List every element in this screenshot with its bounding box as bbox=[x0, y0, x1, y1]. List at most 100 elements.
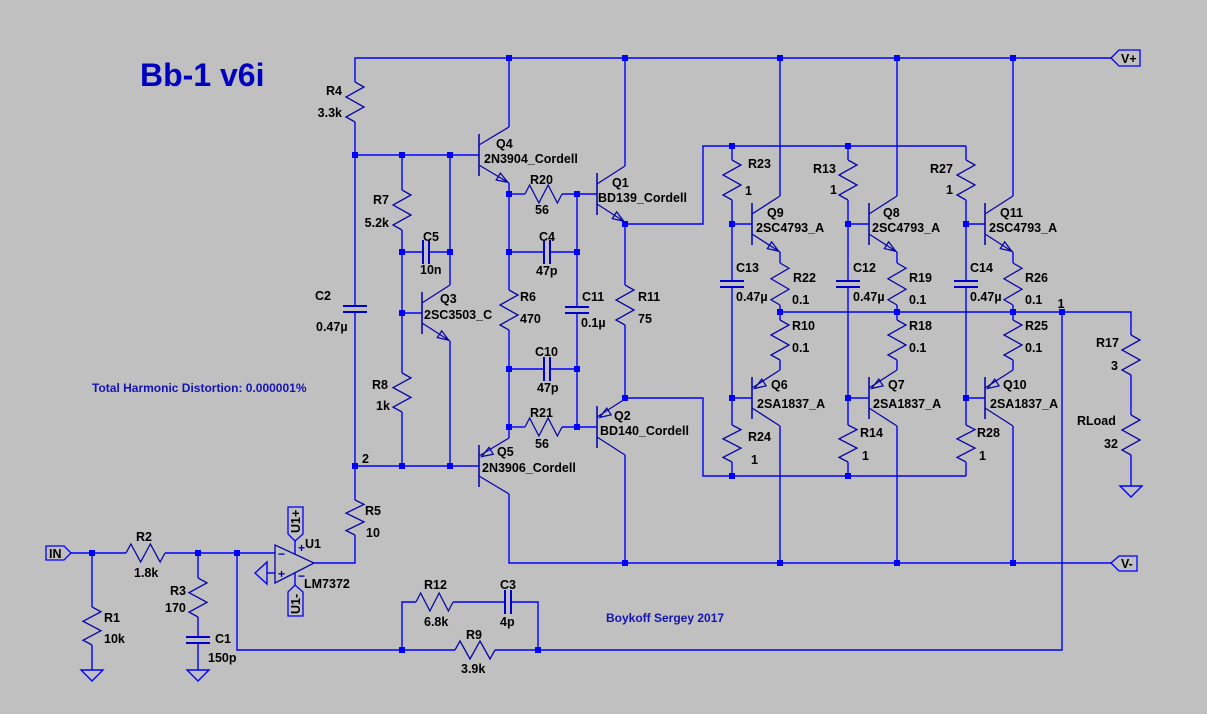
r21-value-label[interactable]: 56 bbox=[535, 437, 549, 451]
u1-ref-label[interactable]: U1 bbox=[305, 537, 321, 551]
q9-ref-label[interactable]: Q9 bbox=[767, 206, 784, 220]
resistor-r4[interactable] bbox=[344, 81, 366, 123]
c10-value-label[interactable]: 47p bbox=[537, 381, 559, 395]
transistor-q10[interactable] bbox=[984, 369, 1014, 427]
q9-value-label[interactable]: 2SC4793_A bbox=[756, 221, 824, 235]
r11-ref-label[interactable]: R11 bbox=[638, 290, 660, 304]
u1-value-label[interactable]: LM7372 bbox=[304, 577, 350, 591]
q1-value-label[interactable]: BD139_Cordell bbox=[598, 191, 687, 205]
r28-value-label[interactable]: 1 bbox=[979, 449, 986, 463]
capacitor-c1[interactable] bbox=[186, 636, 210, 644]
transistor-q4[interactable] bbox=[478, 126, 510, 184]
resistor-r21[interactable] bbox=[524, 416, 563, 438]
capacitor-c4[interactable] bbox=[543, 240, 551, 264]
r22-value-label[interactable]: 0.1 bbox=[792, 293, 809, 307]
port-vplus-flag[interactable] bbox=[1110, 49, 1141, 67]
transistor-q6[interactable] bbox=[751, 369, 781, 427]
port-u1minus-flag[interactable] bbox=[287, 584, 304, 617]
r20-ref-label[interactable]: R20 bbox=[530, 173, 553, 187]
r2-value-label[interactable]: 1.8k bbox=[134, 566, 158, 580]
capacitor-c5[interactable] bbox=[422, 240, 430, 264]
r21-ref-label[interactable]: R21 bbox=[530, 406, 553, 420]
c12-ref-label[interactable]: C12 bbox=[853, 261, 876, 275]
q4-ref-label[interactable]: Q4 bbox=[496, 137, 513, 151]
r8-ref-label[interactable]: R8 bbox=[372, 378, 388, 392]
resistor-r9[interactable] bbox=[454, 639, 496, 661]
transistor-q7[interactable] bbox=[868, 369, 898, 427]
port-u1plus-label[interactable]: U1+ bbox=[289, 510, 303, 533]
q7-ref-label[interactable]: Q7 bbox=[888, 378, 905, 392]
resistor-r17[interactable] bbox=[1120, 334, 1142, 376]
rload-value-label[interactable]: 32 bbox=[1104, 437, 1118, 451]
resistor-r13[interactable] bbox=[837, 159, 859, 201]
q3-value-label[interactable]: 2SC3503_C bbox=[424, 308, 492, 322]
c13-ref-label[interactable]: C13 bbox=[736, 261, 759, 275]
r10-ref-label[interactable]: R10 bbox=[792, 319, 815, 333]
r7-ref-label[interactable]: R7 bbox=[373, 193, 389, 207]
resistor-r10[interactable] bbox=[769, 319, 791, 361]
r2-ref-label[interactable]: R2 bbox=[136, 530, 152, 544]
transistor-q9[interactable] bbox=[751, 195, 781, 253]
r4-ref-label[interactable]: R4 bbox=[326, 84, 342, 98]
r10-value-label[interactable]: 0.1 bbox=[792, 341, 809, 355]
resistor-r25[interactable] bbox=[1002, 319, 1024, 361]
c12-value-label[interactable]: 0.47µ bbox=[853, 290, 885, 304]
r4-value-label[interactable]: 3.3k bbox=[318, 106, 342, 120]
transistor-q3[interactable] bbox=[421, 284, 451, 342]
c2-ref-label[interactable]: C2 bbox=[315, 289, 331, 303]
port-u1plus-flag[interactable] bbox=[287, 506, 304, 542]
resistor-r20[interactable] bbox=[524, 183, 563, 205]
port-vplus-label[interactable]: V+ bbox=[1121, 52, 1137, 66]
q1-ref-label[interactable]: Q1 bbox=[612, 176, 629, 190]
r23-value-label[interactable]: 1 bbox=[745, 184, 752, 198]
transistor-q8[interactable] bbox=[868, 195, 898, 253]
r22-ref-label[interactable]: R22 bbox=[793, 271, 816, 285]
r7-value-label[interactable]: 5.2k bbox=[365, 216, 389, 230]
q8-ref-label[interactable]: Q8 bbox=[883, 206, 900, 220]
r26-ref-label[interactable]: R26 bbox=[1025, 271, 1048, 285]
q5-value-label[interactable]: 2N3906_Cordell bbox=[482, 461, 576, 475]
resistor-r26[interactable] bbox=[1002, 262, 1024, 306]
transistor-q11[interactable] bbox=[984, 195, 1014, 253]
r6-value-label[interactable]: 470 bbox=[520, 312, 541, 326]
resistor-r6[interactable] bbox=[498, 289, 520, 331]
r9-ref-label[interactable]: R9 bbox=[466, 628, 482, 642]
resistor-r27[interactable] bbox=[955, 159, 977, 201]
c2-value-label[interactable]: 0.47µ bbox=[316, 320, 348, 334]
r13-ref-label[interactable]: R13 bbox=[813, 162, 836, 176]
transistor-q2[interactable] bbox=[596, 398, 626, 456]
r25-ref-label[interactable]: R25 bbox=[1025, 319, 1048, 333]
resistor-r28[interactable] bbox=[955, 424, 977, 463]
q10-value-label[interactable]: 2SA1837_A bbox=[990, 397, 1058, 411]
r19-ref-label[interactable]: R19 bbox=[909, 271, 932, 285]
resistor-r8[interactable] bbox=[391, 372, 413, 413]
r19-value-label[interactable]: 0.1 bbox=[909, 293, 926, 307]
r11-value-label[interactable]: 75 bbox=[638, 312, 652, 326]
transistor-q5[interactable] bbox=[478, 437, 510, 495]
r8-value-label[interactable]: 1k bbox=[376, 399, 390, 413]
resistor-r12[interactable] bbox=[415, 591, 454, 613]
c5-value-label[interactable]: 10n bbox=[420, 263, 442, 277]
c4-value-label[interactable]: 47p bbox=[536, 264, 558, 278]
r9-value-label[interactable]: 3.9k bbox=[461, 662, 485, 676]
port-in-flag[interactable] bbox=[45, 545, 72, 561]
q2-ref-label[interactable]: Q2 bbox=[614, 409, 631, 423]
capacitor-c13[interactable] bbox=[720, 280, 744, 288]
r5-value-label[interactable]: 10 bbox=[366, 526, 380, 540]
rload-ref-label[interactable]: RLoad bbox=[1077, 414, 1116, 428]
resistor-r2[interactable] bbox=[125, 542, 166, 564]
resistor-r11[interactable] bbox=[614, 284, 636, 326]
r25-value-label[interactable]: 0.1 bbox=[1025, 341, 1042, 355]
q3-ref-label[interactable]: Q3 bbox=[440, 292, 457, 306]
r17-ref-label[interactable]: R17 bbox=[1096, 336, 1119, 350]
c4-ref-label[interactable]: C4 bbox=[539, 230, 555, 244]
c3-value-label[interactable]: 4p bbox=[500, 615, 515, 629]
c10-ref-label[interactable]: C10 bbox=[535, 345, 558, 359]
q2-value-label[interactable]: BD140_Cordell bbox=[600, 424, 689, 438]
c14-value-label[interactable]: 0.47µ bbox=[970, 290, 1002, 304]
r1-value-label[interactable]: 10k bbox=[104, 632, 125, 646]
port-vminus-flag[interactable] bbox=[1110, 555, 1138, 572]
r27-value-label[interactable]: 1 bbox=[946, 183, 953, 197]
q8-value-label[interactable]: 2SC4793_A bbox=[872, 221, 940, 235]
